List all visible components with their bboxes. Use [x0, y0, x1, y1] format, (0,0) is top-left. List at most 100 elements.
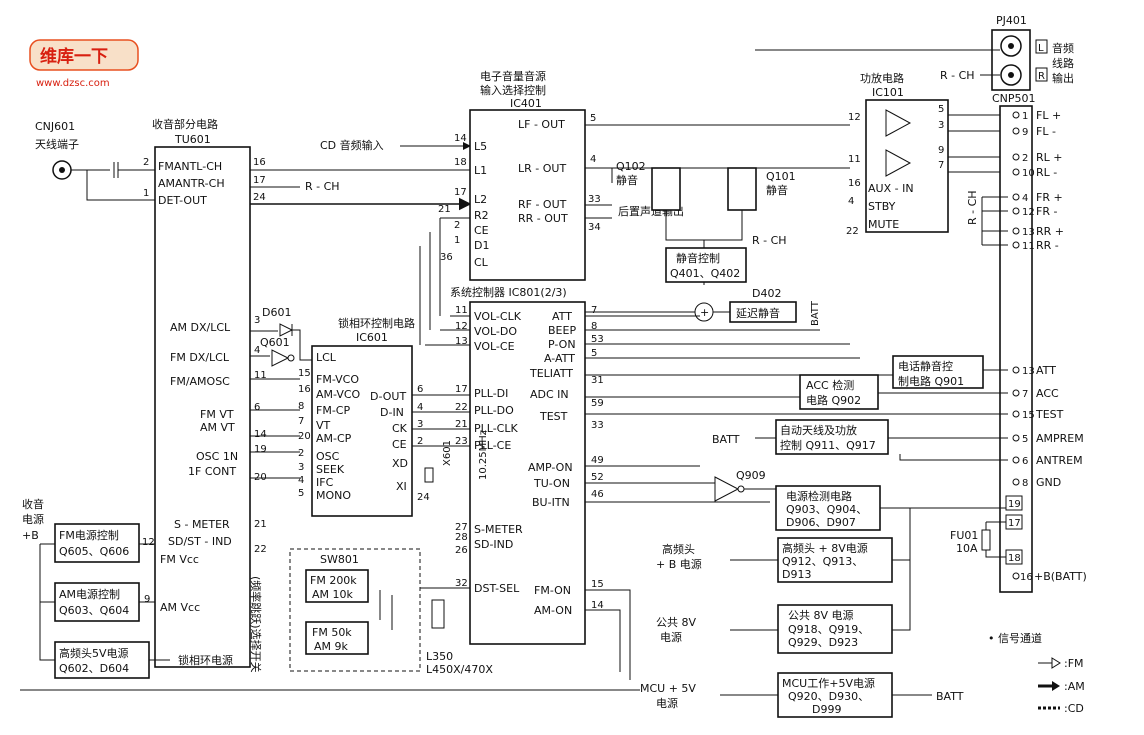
svg-text:AM电源控制: AM电源控制 — [59, 587, 120, 601]
svg-text:CL: CL — [474, 256, 489, 269]
svg-text:12: 12 — [455, 321, 468, 332]
svg-text:FL +: FL + — [1036, 109, 1061, 122]
svg-text:CK: CK — [392, 422, 408, 435]
svg-text:A-ATT: A-ATT — [544, 352, 575, 365]
svg-text:12: 12 — [1022, 207, 1035, 218]
svg-text:2: 2 — [143, 157, 149, 168]
svg-text:14: 14 — [254, 429, 267, 440]
svg-text:DET-OUT: DET-OUT — [158, 194, 207, 207]
svg-text:ANTREM: ANTREM — [1036, 454, 1083, 467]
svg-text:21: 21 — [254, 519, 267, 530]
svg-text::FM: :FM — [1064, 657, 1084, 670]
fuse-fu01: FU01 10A — [950, 521, 1006, 558]
tuner-8v-block: 高频头 + B 电源 高频头 + 8V电源 Q912、Q913、 D913 — [656, 508, 911, 583]
svg-text:TU601: TU601 — [174, 133, 211, 146]
svg-text:BU-ITN: BU-ITN — [532, 496, 570, 509]
svg-text:5: 5 — [590, 113, 596, 124]
svg-text:10: 10 — [1022, 168, 1035, 179]
svg-text:ATT: ATT — [552, 310, 572, 323]
svg-text:TU-ON: TU-ON — [533, 477, 570, 490]
svg-text:6: 6 — [1022, 456, 1028, 467]
svg-text:XI: XI — [396, 480, 407, 493]
svg-text:P-ON: P-ON — [548, 338, 576, 351]
svg-text:PLL-DO: PLL-DO — [474, 404, 514, 417]
svg-text:Q920、D930、: Q920、D930、 — [788, 690, 869, 703]
pll-ic: 锁相环控制电路 IC601 LCL FM-VCO AM-VCO FM-CP VT… — [250, 316, 489, 517]
pll-power-label: 锁相环电源 — [178, 653, 233, 667]
svg-text:18: 18 — [1008, 553, 1021, 564]
line-out-jack: PJ401 L R 音频 线路 输出 R - CH — [755, 14, 1074, 91]
svg-text:16: 16 — [848, 178, 861, 189]
svg-text:高频头 + 8V电源: 高频头 + 8V电源 — [782, 541, 868, 555]
svg-text:3: 3 — [938, 120, 944, 131]
svg-text:功放电路: 功放电路 — [860, 71, 904, 85]
svg-text:D601: D601 — [262, 306, 291, 319]
svg-text:8: 8 — [298, 401, 304, 412]
svg-text:24: 24 — [417, 492, 430, 503]
svg-text:MUTE: MUTE — [868, 218, 899, 231]
svg-text:AM-VCO: AM-VCO — [316, 388, 361, 401]
svg-text:1F CONT: 1F CONT — [188, 465, 236, 478]
svg-text:R2: R2 — [474, 209, 489, 222]
svg-text:6: 6 — [417, 384, 423, 395]
svg-text:AM DX/LCL: AM DX/LCL — [170, 321, 231, 334]
svg-text:FM Vcc: FM Vcc — [160, 553, 199, 566]
svg-text:23: 23 — [455, 436, 468, 447]
svg-text:FM-ON: FM-ON — [534, 584, 571, 597]
svg-text:26: 26 — [455, 545, 468, 556]
svg-text:21: 21 — [438, 204, 451, 215]
svg-text:D1: D1 — [474, 239, 489, 252]
svg-text:4: 4 — [298, 475, 304, 486]
svg-text:D913: D913 — [782, 568, 811, 581]
svg-text:5: 5 — [1022, 434, 1028, 445]
svg-text:公共 8V: 公共 8V — [656, 616, 696, 629]
svg-text:4: 4 — [417, 402, 423, 413]
svg-text:17: 17 — [253, 175, 266, 186]
svg-text:20: 20 — [298, 431, 311, 442]
svg-text:FL -: FL - — [1036, 125, 1056, 138]
svg-text:D-OUT: D-OUT — [370, 390, 406, 403]
svg-text:11: 11 — [1022, 241, 1035, 252]
svg-text:AM 10k: AM 10k — [312, 588, 354, 601]
svg-text:收音: 收音 — [22, 497, 44, 511]
svg-text:19: 19 — [1008, 499, 1021, 510]
svg-text:FR +: FR + — [1036, 191, 1063, 204]
svg-text:+B(BATT): +B(BATT) — [1034, 570, 1087, 583]
svg-text:电源检测电路: 电源检测电路 — [786, 489, 852, 503]
svg-text:L: L — [1038, 43, 1044, 54]
svg-text:LF - OUT: LF - OUT — [518, 118, 565, 131]
svg-text:9: 9 — [144, 594, 150, 605]
svg-text:46: 46 — [591, 489, 604, 500]
svg-text:10.25MHz: 10.25MHz — [478, 430, 489, 480]
logo-url: www.dzsc.com — [36, 78, 110, 89]
svg-text:3: 3 — [254, 315, 260, 326]
svg-text:RR - OUT: RR - OUT — [518, 212, 568, 225]
svg-text:18: 18 — [454, 157, 467, 168]
svg-text:RL -: RL - — [1036, 166, 1057, 179]
svg-text:Q929、D923: Q929、D923 — [788, 636, 858, 649]
svg-text:R - CH: R - CH — [966, 190, 979, 225]
svg-text:静音: 静音 — [616, 173, 638, 187]
svg-text:CE: CE — [474, 224, 489, 237]
svg-text:LR - OUT: LR - OUT — [518, 162, 566, 175]
volume-ic: 电子音量音源 输入选择控制 IC401 L5 14 L1 18 L2 17 R2… — [438, 69, 850, 281]
svg-text:AMANTR-CH: AMANTR-CH — [158, 177, 225, 190]
svg-text:IC601: IC601 — [356, 331, 388, 344]
svg-text:电源: 电源 — [22, 512, 44, 526]
svg-text:D-IN: D-IN — [380, 406, 404, 419]
svg-text:16: 16 — [253, 157, 266, 168]
svg-text:DST-SEL: DST-SEL — [474, 582, 520, 595]
svg-text:PJ401: PJ401 — [996, 14, 1027, 27]
svg-text:Q603、Q604: Q603、Q604 — [59, 604, 129, 617]
svg-text:IC401: IC401 — [510, 97, 542, 110]
mcu-5v-block: MCU + 5V 电源 MCU工作+5V电源 Q920、D930、 D999 B… — [640, 672, 964, 718]
svg-text:5: 5 — [938, 104, 944, 115]
svg-text:4: 4 — [848, 196, 854, 207]
svg-text:13: 13 — [1022, 366, 1035, 377]
logo: 维库一下 www.dzsc.com — [29, 39, 139, 89]
svg-text:D906、D907: D906、D907 — [786, 516, 856, 529]
svg-text:12: 12 — [142, 537, 155, 548]
svg-text:52: 52 — [591, 472, 604, 483]
svg-text:2: 2 — [417, 436, 423, 447]
